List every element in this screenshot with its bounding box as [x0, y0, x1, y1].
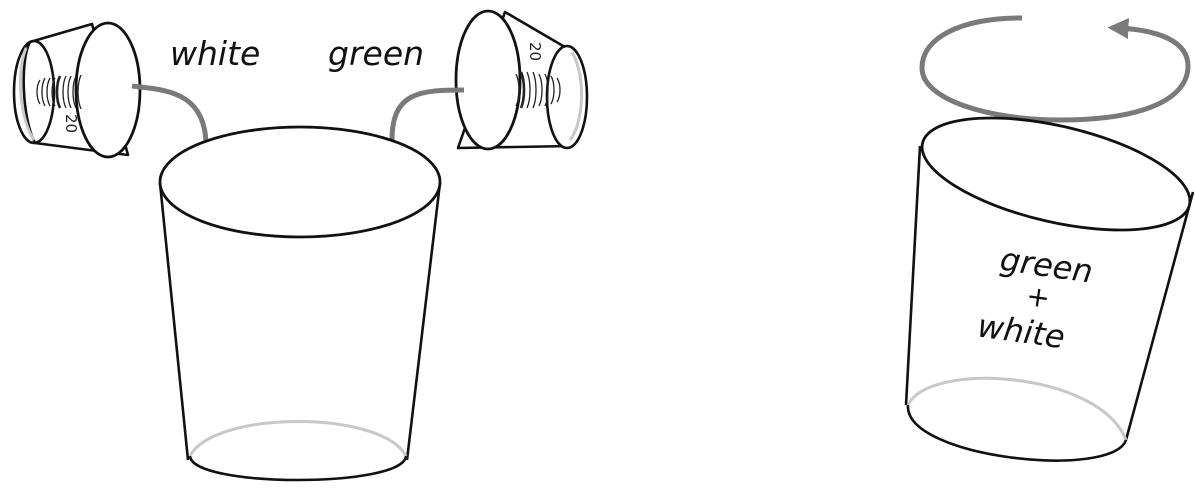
swirl-arrow: [922, 18, 1188, 120]
left-cup-measure-mark: 20: [62, 114, 80, 133]
right-cup-measure-mark: 20: [526, 42, 544, 61]
green-label: green: [328, 34, 424, 73]
white-label: white: [170, 34, 260, 73]
right-measuring-cup: 20: [456, 11, 587, 149]
mix-label: green + white: [975, 238, 1095, 359]
mix-label-plus: +: [1024, 279, 1052, 315]
left-mixing-cup: [160, 127, 440, 480]
left-measuring-cup: 20: [14, 23, 140, 157]
mix-label-white: white: [975, 306, 1067, 356]
